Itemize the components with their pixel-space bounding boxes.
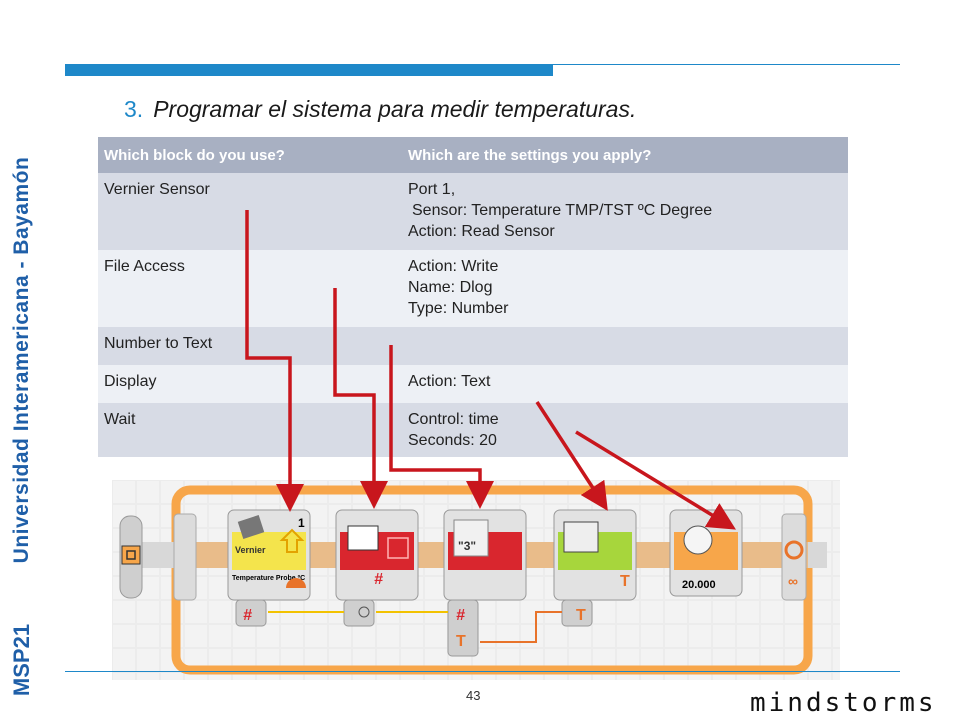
slide-heading: 3. Programar el sistema para medir temper… bbox=[124, 96, 636, 123]
cell-settings: Control: time Seconds: 20 bbox=[402, 403, 848, 457]
text-plug: T bbox=[576, 607, 586, 624]
setting-line: Name: Dlog bbox=[408, 279, 493, 296]
gear-icon bbox=[358, 606, 370, 618]
setting-line: Sensor: Temperature TMP/TST ºC Degree bbox=[412, 202, 713, 219]
loop-end-block[interactable]: ∞ bbox=[781, 513, 807, 601]
side-bar: Universidad Interamericana - Bayamón MSP… bbox=[0, 0, 44, 720]
output-arrow-icon bbox=[279, 528, 305, 553]
vernier-sensor-block[interactable]: Vernier 1 Temperature Probe ºC # bbox=[227, 509, 311, 627]
setting-line: Control: time bbox=[408, 411, 499, 428]
folder-icon bbox=[347, 525, 379, 551]
page-number: 43 bbox=[466, 688, 481, 703]
table-row: Wait Control: time Seconds: 20 bbox=[98, 403, 848, 457]
gauge-icon bbox=[286, 578, 306, 588]
numtext-label: "3" bbox=[458, 539, 476, 553]
sensor-brand: Vernier bbox=[235, 545, 266, 555]
wait-value: 20.000 bbox=[682, 579, 716, 591]
institution-name: Universidad Interamericana - Bayamón bbox=[10, 156, 33, 564]
steps-table: Which block do you use? Which are the se… bbox=[98, 137, 848, 457]
table-row: Vernier Sensor Port 1, Sensor: Temperatu… bbox=[98, 173, 848, 250]
loop-start-cap bbox=[173, 513, 197, 601]
infinity-icon: ∞ bbox=[788, 573, 798, 589]
data-wire-text bbox=[480, 611, 562, 643]
setting-line: Type: Number bbox=[408, 300, 509, 317]
start-block[interactable] bbox=[119, 515, 143, 599]
heading-number: 3. bbox=[124, 96, 144, 122]
header-block: Which block do you use? bbox=[98, 137, 402, 173]
setting-line: Seconds: 20 bbox=[408, 432, 497, 449]
heading-text: Programar el sistema para medir temperat… bbox=[153, 96, 637, 122]
table-row: File Access Action: Write Name: Dlog Typ… bbox=[98, 250, 848, 327]
top-rule bbox=[65, 64, 553, 76]
course-code: MSP21 bbox=[9, 623, 34, 697]
cell-block: Vernier Sensor bbox=[98, 173, 402, 250]
cell-settings: Port 1, Sensor: Temperature TMP/TST ºC D… bbox=[402, 173, 848, 250]
cell-settings: Action: Write Name: Dlog Type: Number bbox=[402, 250, 848, 327]
setting-line: Action: Read Sensor bbox=[408, 223, 555, 240]
top-rule-thin bbox=[553, 64, 900, 65]
hash-plug: # bbox=[243, 607, 252, 624]
setting-line: Port 1, bbox=[408, 181, 456, 198]
text-plug: T bbox=[620, 573, 630, 590]
table-header: Which block do you use? Which are the se… bbox=[98, 137, 848, 173]
cell-block: Display bbox=[98, 365, 402, 403]
header-settings: Which are the settings you apply? bbox=[402, 137, 848, 173]
setting-line: Action: Write bbox=[408, 258, 499, 275]
sensor-port: 1 bbox=[298, 516, 305, 530]
nxt-program-screenshot: Vernier 1 Temperature Probe ºC # # "3" #… bbox=[112, 480, 840, 680]
cell-block: Wait bbox=[98, 403, 402, 457]
loop-icon bbox=[784, 540, 804, 560]
hourglass-icon bbox=[683, 525, 713, 555]
text-plug: T bbox=[456, 633, 466, 650]
bottom-rule bbox=[65, 671, 900, 672]
mindstorms-logo: mindstorms bbox=[750, 688, 937, 718]
file-access-block[interactable]: # bbox=[335, 509, 419, 627]
table-row: Number to Text bbox=[98, 327, 848, 365]
cell-block: Number to Text bbox=[98, 327, 402, 365]
wait-block[interactable]: 20.000 bbox=[669, 509, 743, 597]
table-row: Display Action: Text bbox=[98, 365, 848, 403]
cell-settings: Action: Text bbox=[402, 365, 848, 403]
hash-plug: # bbox=[456, 607, 465, 624]
number-to-text-block[interactable]: "3" # T bbox=[443, 509, 527, 657]
setting-line: Action: Text bbox=[408, 373, 491, 390]
cell-settings bbox=[402, 327, 848, 365]
cell-block: File Access bbox=[98, 250, 402, 327]
sensor-label: Temperature Probe ºC bbox=[232, 575, 305, 582]
display-block[interactable]: T T bbox=[553, 509, 637, 627]
screen-icon bbox=[563, 521, 599, 553]
hash-plug: # bbox=[374, 571, 383, 588]
